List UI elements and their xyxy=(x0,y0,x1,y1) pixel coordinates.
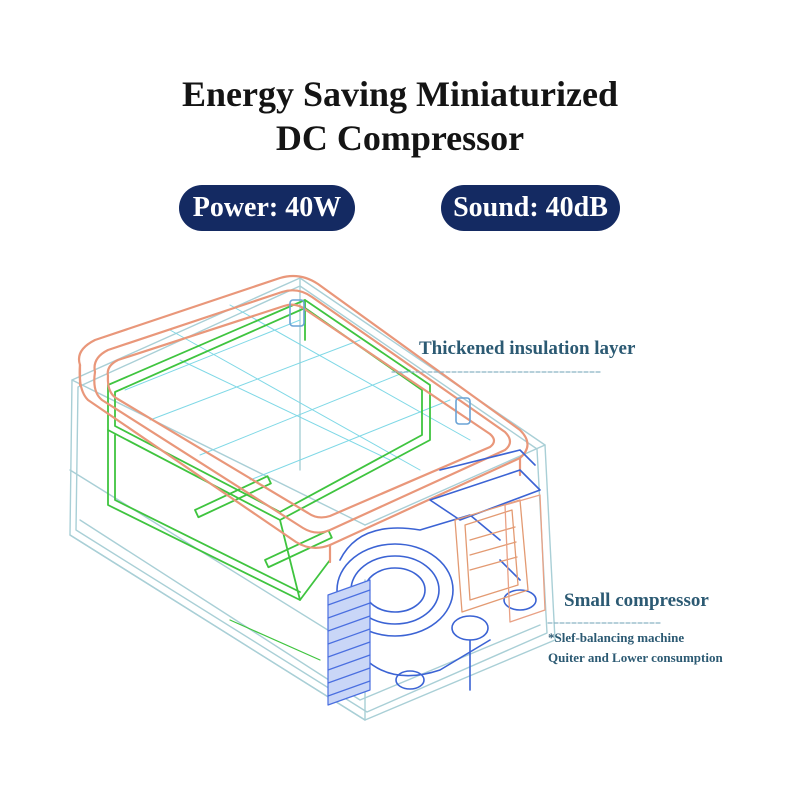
lid-frame xyxy=(77,274,529,564)
power-spec-badge: Power: 40W xyxy=(179,185,355,231)
outer-shell xyxy=(69,277,556,721)
compressor-note-balancing: *Slef-balancing machine xyxy=(548,630,685,645)
control-board xyxy=(454,494,546,623)
fridge-wireframe-illustration xyxy=(69,274,663,721)
compressor-note-consumption: Quiter and Lower consumption xyxy=(548,650,723,665)
condenser-fins xyxy=(327,579,371,706)
sound-spec-badge: Sound: 40dB xyxy=(441,185,620,231)
insulation-layer-label: Thickened insulation layer xyxy=(419,338,636,359)
small-compressor-label: Small compressor xyxy=(564,590,709,611)
inner-liner xyxy=(107,299,431,661)
page-title-line-2: DC Compressor xyxy=(275,118,525,158)
inner-grid-lines xyxy=(124,304,471,481)
page-title-line-1: Energy Saving Miniaturized xyxy=(181,74,618,114)
